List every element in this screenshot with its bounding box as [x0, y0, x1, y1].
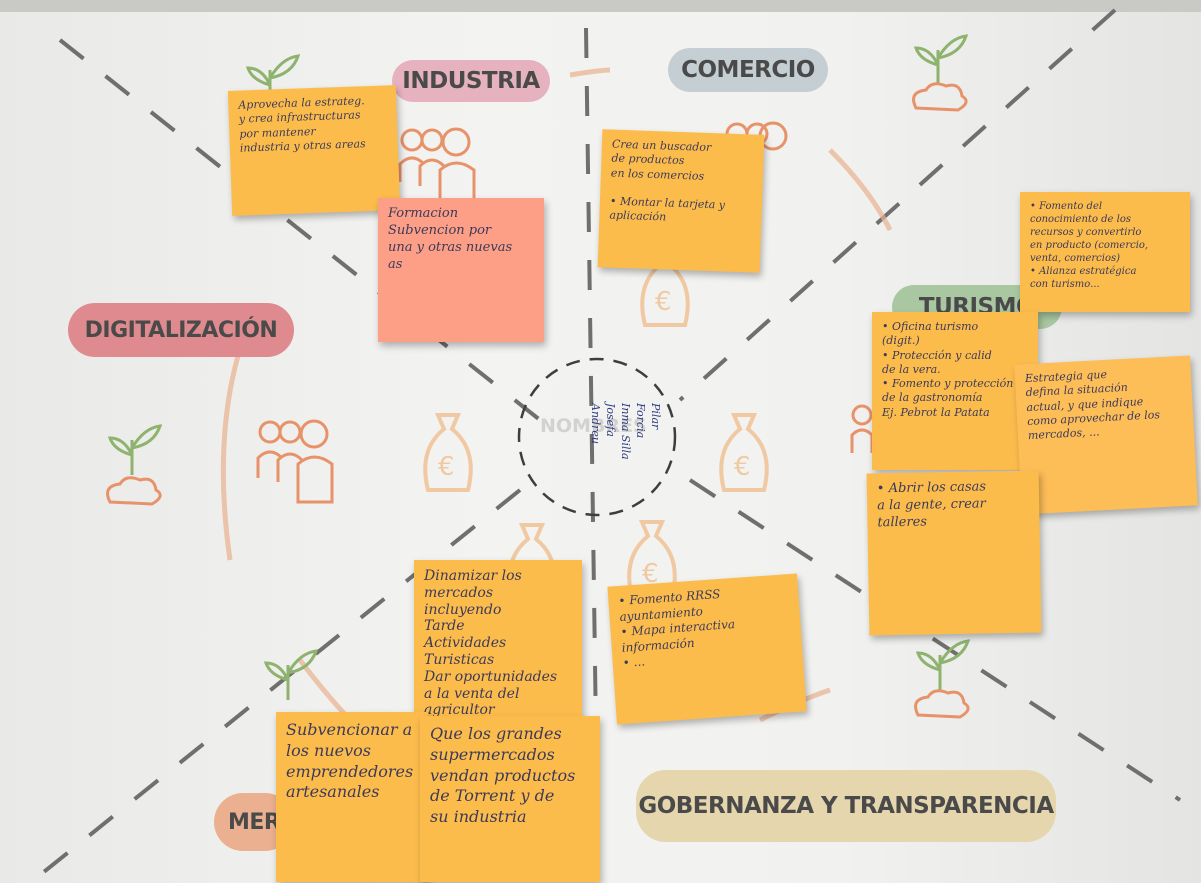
- sticky-note-subvencionar: Subvencionar a los nuevos emprendedores …: [276, 712, 428, 882]
- topic-comercio: COMERCIO: [668, 48, 828, 92]
- svg-text:€: €: [734, 452, 751, 482]
- sticky-note-rrss: • Fomento RRSS ayuntamiento • Mapa inter…: [607, 573, 807, 725]
- diagonal-line-top-left: [58, 38, 542, 422]
- board-top-edge: [0, 0, 1201, 12]
- participant-names: Pilar Forcia Inma Silla Josefa Andreu: [589, 403, 662, 460]
- center-circle: [517, 357, 677, 517]
- sprout-icon: [106, 424, 163, 506]
- people-icon: [398, 127, 476, 204]
- svg-text:€: €: [642, 559, 659, 589]
- arc-decoration: [569, 67, 611, 78]
- sticky-note-turismo-list: • Oficina turismo (digit.) • Protección …: [872, 312, 1038, 470]
- sticky-note-turismo-fomento: • Fomento del conocimiento de los recurs…: [1020, 192, 1190, 312]
- sticky-note-formacion: Formacion Subvencion por una y otras nue…: [378, 198, 544, 342]
- sticky-note-mercados-dinamizar: Dinamizar los mercados incluyendo Tarde …: [414, 560, 582, 722]
- sticky-note-industria: Aprovecha la estrateg. y crea infrastruc…: [227, 85, 401, 216]
- topic-gobernanza: GOBERNANZA Y TRANSPARENCIA: [636, 770, 1056, 842]
- topic-industria: INDUSTRIA: [392, 60, 550, 102]
- sprout-icon: [914, 639, 971, 719]
- money-bag-icon: €: [719, 413, 769, 492]
- sticky-note-comercio: Crea un buscador de productos en los com…: [597, 129, 765, 273]
- arc-decoration: [828, 148, 893, 232]
- svg-text:€: €: [438, 452, 455, 482]
- diagonal-line-bottom-right: [688, 478, 1182, 802]
- sticky-note-talleres: • Abrir los casas a la gente, crear tall…: [866, 470, 1042, 636]
- topic-digitalizacion: DIGITALIZACIÓN: [68, 303, 294, 357]
- sticky-note-turismo-strategy: Estrategia que defina la situación actua…: [1014, 355, 1198, 515]
- sprout-icon: [912, 34, 969, 112]
- diagonal-line-bottom-left: [38, 488, 522, 877]
- center-label: NOMBRES: [540, 415, 647, 437]
- people-icon: [850, 404, 874, 453]
- money-bag-icon: €: [423, 413, 473, 492]
- svg-text:€: €: [655, 287, 672, 317]
- diagonal-line-top-right: [678, 8, 1117, 402]
- money-bag-icon: €: [640, 248, 690, 327]
- people-icon: [256, 419, 334, 504]
- sticky-note-supermercados: Que los grandes supermercados vendan pro…: [420, 716, 600, 882]
- sprout-icon: [263, 649, 319, 700]
